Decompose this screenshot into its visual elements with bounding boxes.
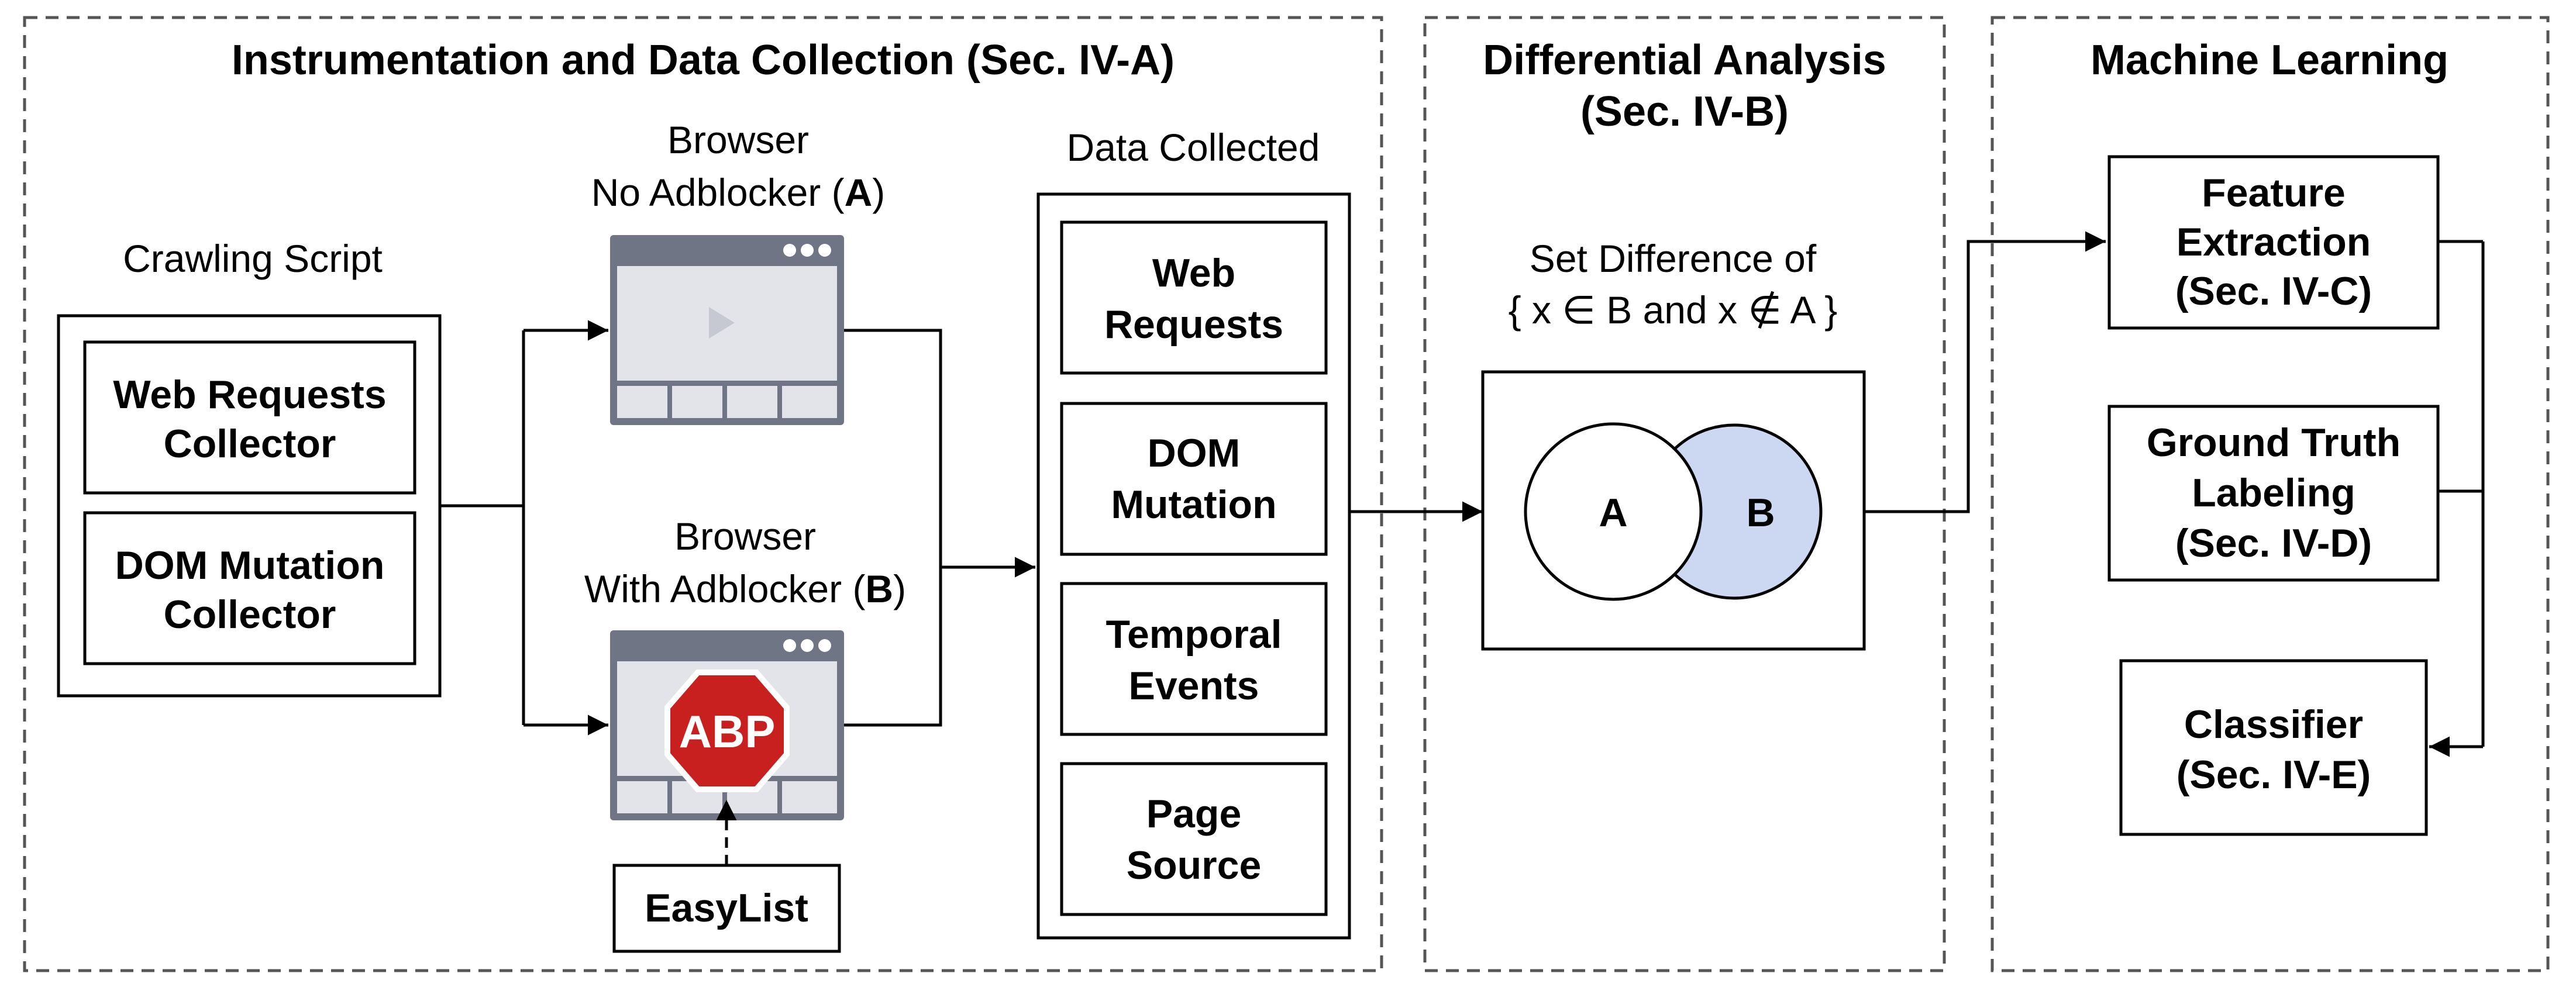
ground-truth-labeling-box (2107, 405, 2440, 582)
classifier-box (2119, 659, 2428, 836)
ground-truth-labeling-line1: Ground Truth (2147, 420, 2401, 465)
differential-title-line1: Differential Analysis (1483, 37, 1886, 84)
feature-extraction-box (2107, 155, 2440, 330)
data-item-web-requests-line2: Requests (1104, 302, 1283, 347)
diff-to-ml-arrow (1864, 231, 2106, 513)
feature-extraction-line2: Extraction (2176, 220, 2371, 264)
collection-section (23, 16, 1383, 972)
ml-title: Machine Learning (2091, 37, 2448, 84)
ml-connector (2429, 240, 2485, 757)
play-icon (709, 307, 735, 339)
browser-a-line1: Browser (667, 118, 809, 161)
easylist-label: EasyList (645, 886, 808, 930)
browser-a-line2: No Adblocker (A) (591, 171, 886, 214)
dom-mutation-collector-box (83, 511, 416, 665)
browser-b-line1: Browser (674, 515, 816, 558)
ml-section (1990, 16, 2550, 972)
ground-truth-labeling-line3: (Sec. IV-D) (2175, 521, 2372, 565)
data-item-page-source-line2: Source (1127, 843, 1262, 888)
venn-label-b: B (1746, 491, 1775, 535)
data-item-temporal-events-line1: Temporal (1106, 612, 1282, 657)
data-item-web-requests (1060, 220, 1328, 375)
data-item-dom-mutation-line1: DOM (1148, 431, 1241, 475)
differential-section (1423, 16, 1946, 972)
venn-label-a: A (1599, 491, 1627, 535)
browser-a-window (610, 235, 844, 425)
ground-truth-labeling-line2: Labeling (2192, 471, 2355, 515)
browser-b-line2: With Adblocker (B) (584, 567, 906, 610)
data-collected-label: Data Collected (1067, 126, 1320, 169)
data-item-temporal-events-line2: Events (1129, 664, 1259, 708)
data-item-page-source (1060, 762, 1328, 916)
crawling-script-label: Crawling Script (123, 237, 383, 280)
feature-extraction-line3: (Sec. IV-C) (2175, 269, 2372, 313)
data-item-dom-mutation (1060, 402, 1328, 556)
classifier-line1: Classifier (2184, 702, 2363, 747)
data-item-web-requests-line1: Web (1152, 251, 1235, 295)
set-difference-line2: { x ∈ B and x ∉ A } (1509, 288, 1838, 332)
data-item-dom-mutation-line2: Mutation (1111, 482, 1276, 527)
abp-logo: ABP (664, 669, 790, 792)
web-requests-collector-line1: Web Requests (113, 372, 386, 417)
browsers-to-data-connector (844, 329, 1035, 727)
venn-circle-a (1524, 422, 1703, 601)
data-item-temporal-events (1060, 582, 1328, 736)
differential-title-line2: (Sec. IV-B) (1580, 88, 1789, 135)
dom-mutation-collector-line1: DOM Mutation (115, 543, 385, 588)
web-requests-collector-line2: Collector (164, 422, 336, 466)
classifier-line2: (Sec. IV-E) (2176, 753, 2371, 797)
crawler-to-browsers-connector (440, 320, 608, 736)
svg-text:ABP: ABP (679, 706, 776, 757)
feature-extraction-line1: Feature (2202, 171, 2346, 215)
web-requests-collector-box (83, 340, 416, 495)
collection-title: Instrumentation and Data Collection (Sec… (232, 37, 1175, 84)
dom-mutation-collector-line2: Collector (164, 592, 336, 637)
set-difference-line1: Set Difference of (1530, 237, 1817, 280)
data-item-page-source-line1: Page (1146, 792, 1242, 836)
